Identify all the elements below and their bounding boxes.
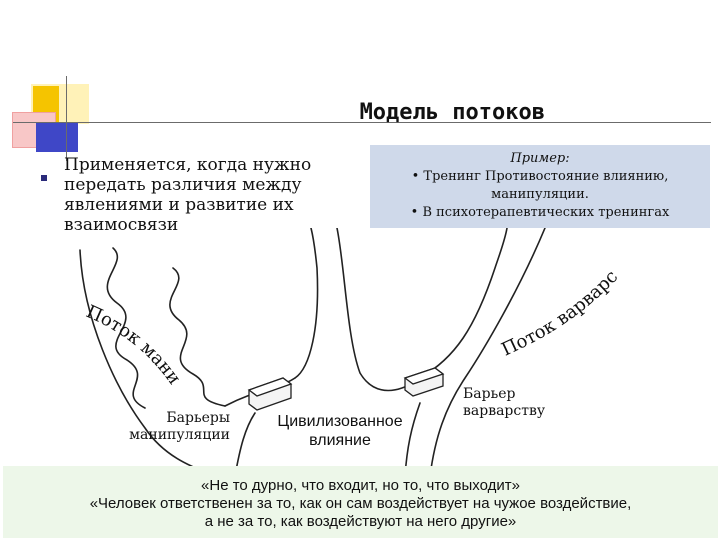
slide-title: Модель потоков [359, 100, 545, 125]
decor-vertical-line [66, 76, 67, 161]
bullet-icon [41, 175, 47, 181]
funnel-right-inner [419, 228, 508, 379]
barrier-block-left-top [247, 377, 293, 397]
funnel-right-outer [429, 228, 546, 476]
decor-blue-square [36, 122, 78, 152]
flow-manipulation-text: Поток манипуляций [75, 228, 185, 389]
stem-left [294, 228, 319, 379]
quote-line: а не за то, как воздействуют на него дру… [204, 513, 517, 530]
example-box: Пример: • Тренинг Противостояние влиянию… [370, 145, 710, 228]
flow-barbarism-label: Поток варварства [75, 228, 622, 361]
example-title: Пример: [510, 151, 570, 166]
flow-illustration: Поток манипуляций Поток варварства [75, 228, 622, 476]
label-barrier-barbarism: Барьер варварству [463, 386, 546, 419]
example-item: • В психотерапевтических тренингах [410, 205, 670, 220]
wavy-flow-inner [169, 267, 226, 407]
quote-box: «Не то дурно, что входит, но то, что вых… [3, 466, 718, 538]
label-barriers-manipulation: Барьеры манипуляции [129, 410, 230, 443]
quote-line: «Не то дурно, что входит, но то, что вых… [201, 477, 520, 494]
wavy-flow-outer [106, 247, 146, 409]
barrier-block-right-top [403, 367, 445, 385]
quote-line: «Человек ответственен за то, как он сам … [89, 495, 632, 512]
flow-manipulation-label: Поток манипуляций [75, 228, 185, 389]
flow-barbarism-text: Поток варварства [75, 228, 622, 361]
funnel-left-outer [79, 249, 216, 476]
label-civilized-influence: Цивилизованное влияние [277, 413, 403, 449]
decor-horizontal-line [13, 122, 711, 123]
example-item: • Тренинг Противостояние влиянию, манипу… [411, 169, 669, 202]
stem-right [336, 228, 421, 392]
bullet-text: Применяется, когда нужно передать различ… [64, 155, 312, 235]
